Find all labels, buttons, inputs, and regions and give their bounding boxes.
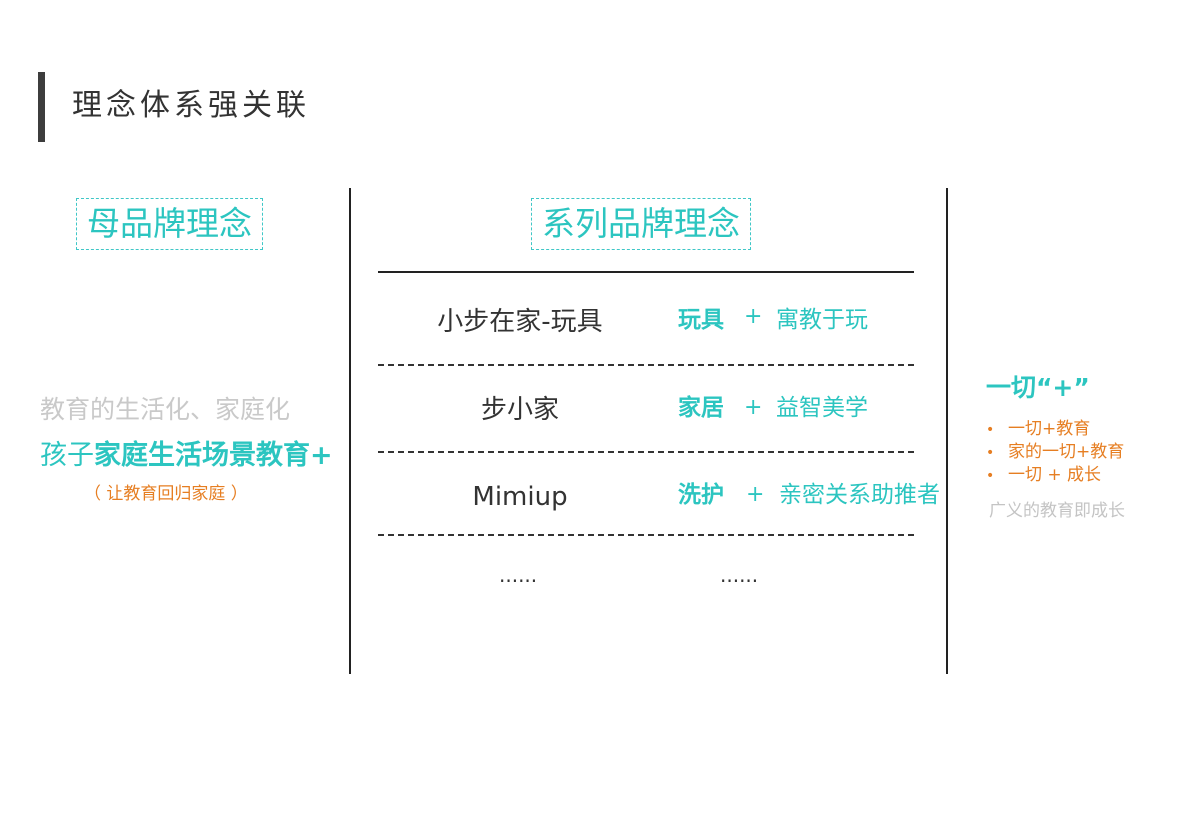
mother-brand-line2-bold: 家庭生活场景教育+ bbox=[94, 440, 333, 471]
mother-brand-line2-prefix: 孩子 bbox=[40, 440, 94, 471]
brand-row-1-category: 玩具 bbox=[678, 307, 724, 333]
bullet-icon: • bbox=[986, 422, 995, 438]
page-title: 理念体系强关联 bbox=[72, 88, 310, 123]
row-divider-3 bbox=[378, 534, 914, 536]
brand-row-3-desc: 亲密关系助推者 bbox=[779, 482, 940, 508]
title-accent-bar bbox=[38, 72, 45, 142]
ellipsis-category: ...... bbox=[720, 563, 759, 587]
brand-row-2-name: 步小家 bbox=[480, 395, 559, 425]
series-header-rule bbox=[378, 271, 914, 273]
mother-brand-line3: （ 让教育回归家庭 ） bbox=[84, 484, 248, 504]
brand-row-3-category: 洗护 bbox=[678, 482, 724, 508]
brand-row-1-name: 小步在家-玩具 bbox=[437, 307, 603, 337]
brand-row-1-desc: 寓教于玩 bbox=[776, 307, 868, 333]
brand-row-1-plus: + bbox=[744, 304, 763, 329]
everything-plus-list: •一切+教育 •家的一切+教育 •一切 + 成长 bbox=[986, 418, 1124, 487]
ellipsis-brand: ...... bbox=[499, 563, 538, 587]
mother-brand-line2: 孩子家庭生活场景教育+ bbox=[40, 438, 333, 474]
brand-row-3-plus: + bbox=[746, 482, 765, 507]
list-item: •家的一切+教育 bbox=[986, 442, 1125, 462]
series-brand-heading: 系列品牌理念 bbox=[531, 198, 751, 250]
everything-plus-title: 一切“+” bbox=[986, 373, 1090, 402]
bullet-icon: • bbox=[986, 468, 995, 484]
list-item: •一切+教育 bbox=[986, 419, 1091, 439]
brand-row-2-desc: 益智美学 bbox=[776, 395, 868, 421]
list-item: •一切 + 成长 bbox=[986, 465, 1102, 485]
divider-left bbox=[349, 188, 351, 674]
brand-row-3-name: Mimiup bbox=[472, 482, 568, 512]
row-divider-1 bbox=[378, 364, 914, 366]
mother-brand-heading: 母品牌理念 bbox=[76, 198, 263, 250]
mother-brand-line1: 教育的生活化、家庭化 bbox=[40, 395, 291, 424]
row-divider-2 bbox=[378, 451, 914, 453]
brand-row-2-category: 家居 bbox=[678, 395, 724, 421]
bullet-icon: • bbox=[986, 445, 995, 461]
brand-row-2-plus: + bbox=[744, 395, 763, 420]
divider-right bbox=[946, 188, 948, 674]
everything-plus-footnote: 广义的教育即成长 bbox=[989, 501, 1125, 521]
